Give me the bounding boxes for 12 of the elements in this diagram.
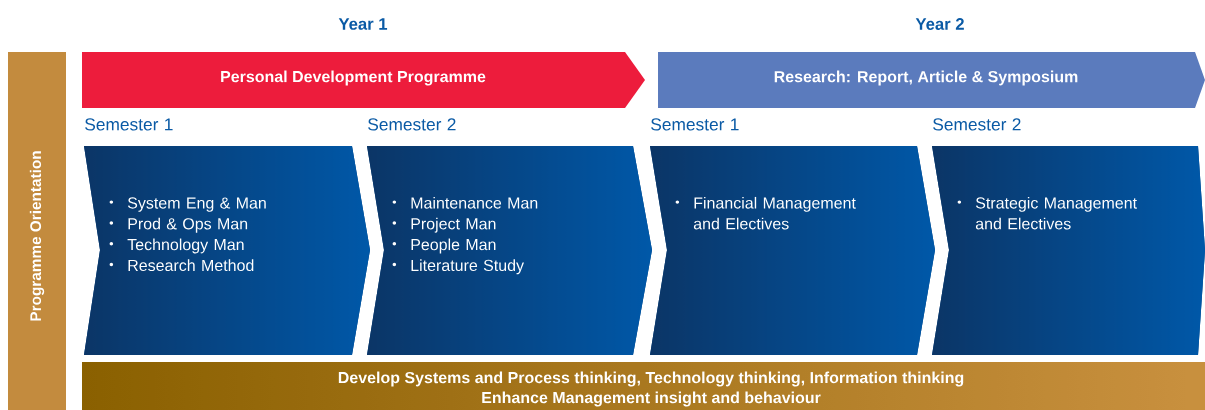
year-label: Year 2 (915, 18, 964, 30)
bottom-band: Develop Systems and Process thinking, Technology thinking, Information thinking Enhance Management insight and behaviour (82, 362, 1205, 410)
arrow-banner: Research: Report, Article & Symposium (658, 52, 1205, 108)
semester-panel: Semester 2 Strategic Management and Electives (932, 118, 1205, 355)
arrow-banner: Personal Development Programme (82, 52, 645, 108)
semester-panel: Semester 2 Maintenance Man Project Man People Man Literature Study (367, 118, 652, 355)
semester-heading: Semester 1 (85, 118, 173, 131)
semester-heading: Semester 1 (651, 118, 739, 131)
semester-heading: Semester 2 (368, 118, 456, 131)
year-label: Year 1 (338, 18, 388, 30)
vertical-band: Programme Orientation (8, 52, 66, 410)
semester-heading: Semester 2 (933, 118, 1021, 131)
